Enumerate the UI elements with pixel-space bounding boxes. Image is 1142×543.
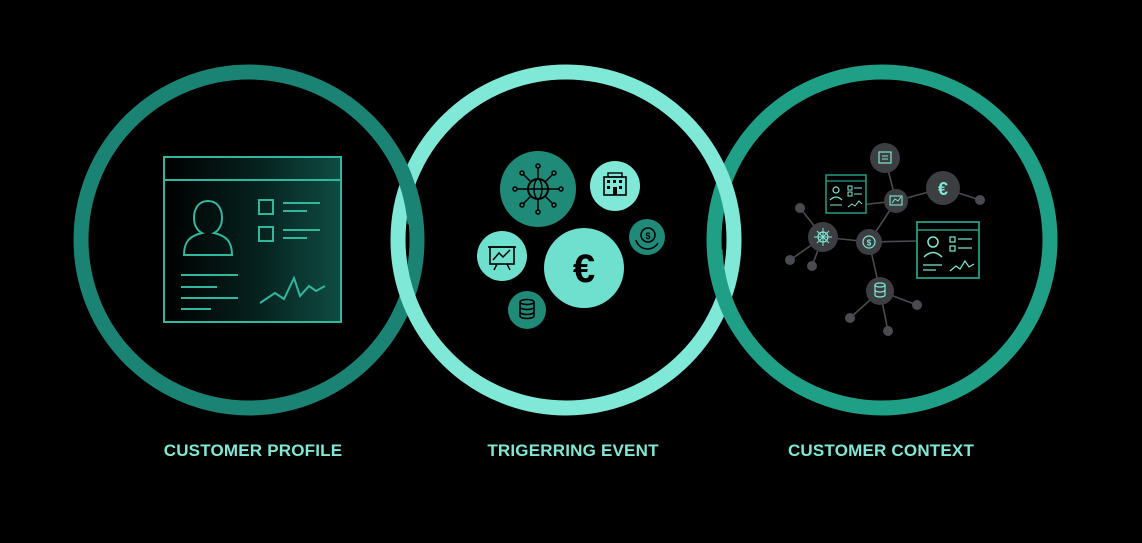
context-building-node [870,143,900,173]
customer-profile-ring [73,64,425,416]
svg-text:€: € [938,179,948,199]
globe-network-icon [500,151,576,227]
customer-context-label: CUSTOMER CONTEXT [787,441,975,460]
context-coin-stack-node [866,277,894,305]
context-coin-node: $ [856,229,882,255]
context-euro-node: € [926,171,960,205]
context-globe-node [808,222,838,252]
customer-profile-label: CUSTOMER PROFILE [163,441,343,460]
customer-network-graph-icon: € $ [785,143,985,336]
large-profile-card-icon [916,221,980,279]
svg-text:€: € [573,247,595,291]
customer-context-ring [706,64,1058,416]
small-profile-card-icon [825,174,867,214]
svg-text:$: $ [645,231,650,241]
building-icon [590,161,640,211]
triggering-event-ring [390,64,742,416]
profile-ring-overlap [390,156,423,225]
coin-cycle-icon: $ [629,219,665,255]
context-ring-overlap [707,249,742,326]
svg-text:$: $ [867,239,872,248]
customer-profile-card-icon [163,156,342,323]
euro-icon: € [544,228,624,308]
presentation-chart-icon [477,231,527,281]
context-presentation-node [884,189,908,213]
triggering-event-label: TRIGERRING EVENT [487,441,659,460]
coin-stack-icon [508,291,546,329]
